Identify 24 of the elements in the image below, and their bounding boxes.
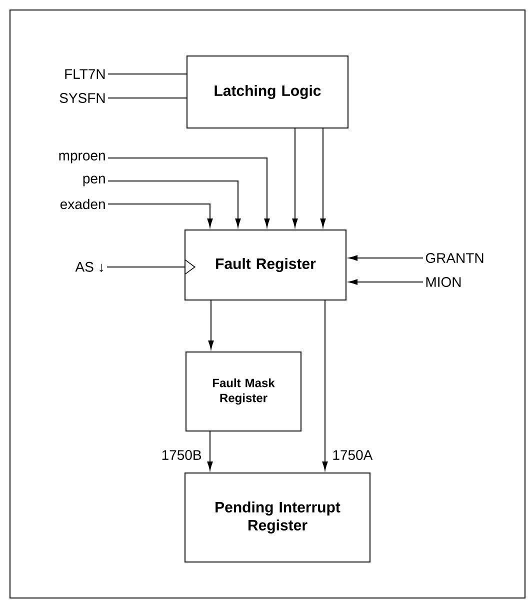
arrow: [320, 128, 326, 228]
arrow: [348, 255, 424, 261]
arrow: [348, 279, 424, 285]
signal-label: pen: [83, 176, 105, 186]
arrow: [207, 431, 213, 470]
register-box: Fault Mask Register: [186, 352, 302, 432]
signal-label: FLT7N: [65, 69, 105, 79]
arrow: [208, 300, 214, 350]
arrow: [292, 128, 298, 228]
signal-label: AS ↓: [75, 262, 103, 272]
logic-box: Latching Logic: [186, 56, 348, 128]
register-box: Fault Register: [184, 230, 346, 300]
signal-label: MION: [426, 277, 461, 287]
arrow: [108, 180, 241, 228]
signal-label: SYSFN: [60, 93, 105, 103]
edge-label: 1750B: [162, 450, 202, 460]
signal-label: mproen: [59, 152, 105, 164]
signal-label: exaden: [60, 198, 105, 210]
signal-label: GRANTN: [426, 253, 484, 263]
arrow: [322, 300, 328, 470]
arrow: [108, 204, 213, 228]
edge-label: 1750A: [333, 450, 373, 460]
arrow: [108, 158, 270, 228]
register-box: Pending Interrupt Register: [184, 472, 370, 562]
